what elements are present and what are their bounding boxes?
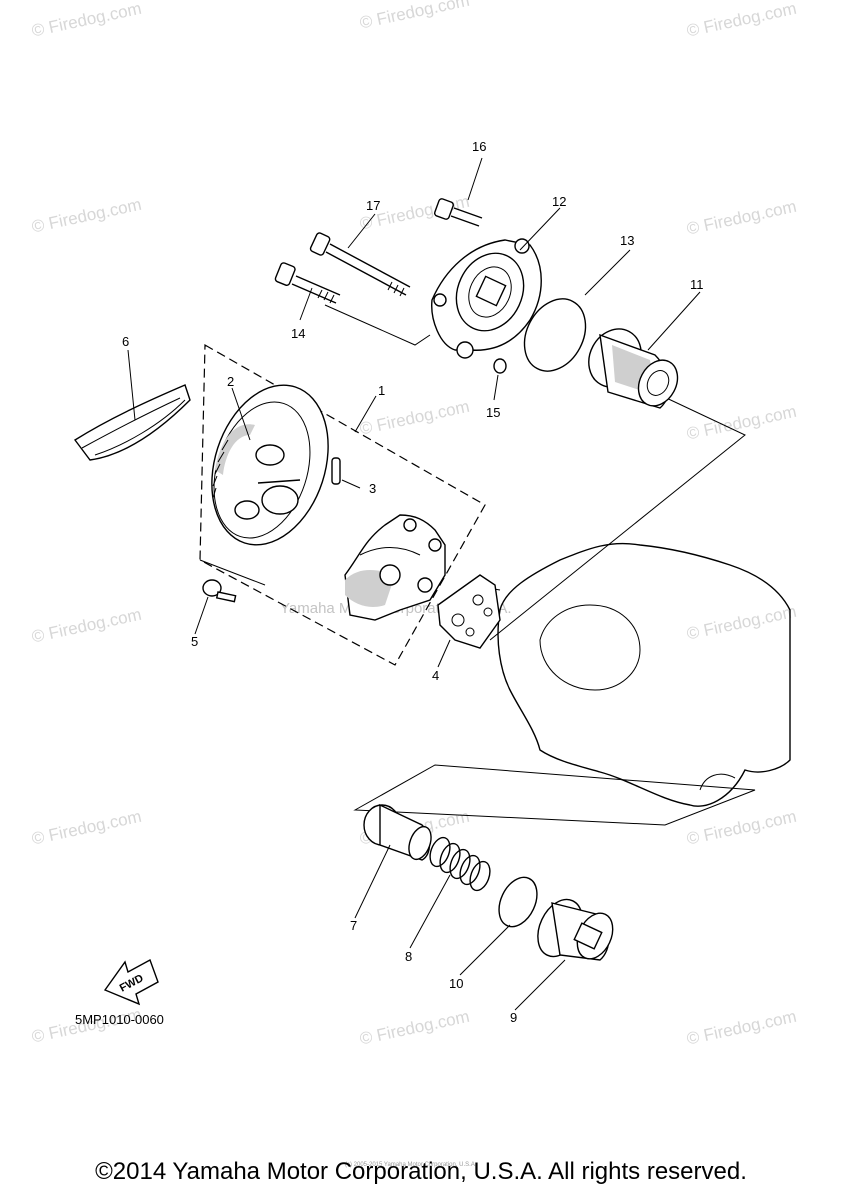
leader-line <box>199 559 266 586</box>
part-15-small-o-ring <box>493 358 507 374</box>
leader-frame-bottom <box>353 764 756 826</box>
part-11-oil-filter <box>588 328 679 409</box>
callout-15: 15 <box>486 405 500 420</box>
callout-4: 4 <box>432 668 439 683</box>
part-6-plate <box>73 384 191 461</box>
callout-10: 10 <box>449 976 463 991</box>
part-9-plug-bolt <box>537 898 614 961</box>
part-17-long-bolt <box>309 232 411 297</box>
copyright-notice: ©2014 Yamaha Motor Corporation, U.S.A. A… <box>95 1158 747 1185</box>
part-12-filter-cover <box>431 238 542 359</box>
diagram-code: 5MP1010-0060 <box>75 1012 164 1027</box>
part-4-gasket <box>437 574 501 649</box>
leader-line <box>324 304 431 346</box>
part-10-o-ring <box>498 876 538 928</box>
callout-12: 12 <box>552 194 566 209</box>
callout-13: 13 <box>620 233 634 248</box>
part-3-pin <box>331 457 341 485</box>
callout-11: 11 <box>690 277 704 292</box>
crankcase-detail <box>699 773 736 791</box>
part-13-o-ring <box>523 298 587 372</box>
callout-17: 17 <box>366 198 380 213</box>
callout-8: 8 <box>405 949 412 964</box>
callout-5: 5 <box>191 634 198 649</box>
assembly-boundary-1 <box>199 343 486 666</box>
leader-line <box>489 394 746 641</box>
callout-3: 3 <box>369 481 376 496</box>
callout-6: 6 <box>122 334 129 349</box>
forward-direction-arrow: FWD <box>103 958 159 1006</box>
callout-1: 1 <box>378 383 385 398</box>
callouts: 1 2 3 4 5 6 7 8 9 10 11 12 13 14 15 16 1… <box>122 139 704 1025</box>
part-5-screw <box>202 579 237 603</box>
part-2-rotor-gear <box>211 384 329 546</box>
part-7-relief-valve <box>363 803 432 861</box>
tiny-notice: (c) 2005-2015 Yamaha Motor Corporation, … <box>345 1162 477 1168</box>
callout-9: 9 <box>510 1010 517 1025</box>
part-14-bolt <box>274 262 341 304</box>
leader-lines <box>127 157 701 1011</box>
callout-7: 7 <box>350 918 357 933</box>
part-8-spring <box>429 836 491 892</box>
callout-16: 16 <box>472 139 486 154</box>
part-1-oil-pump-body <box>344 514 446 621</box>
callout-14: 14 <box>291 326 305 341</box>
callout-2: 2 <box>227 374 234 389</box>
crankcase-outline <box>497 542 791 807</box>
crankcase-bore <box>539 604 641 691</box>
part-16-bolt <box>433 198 483 227</box>
